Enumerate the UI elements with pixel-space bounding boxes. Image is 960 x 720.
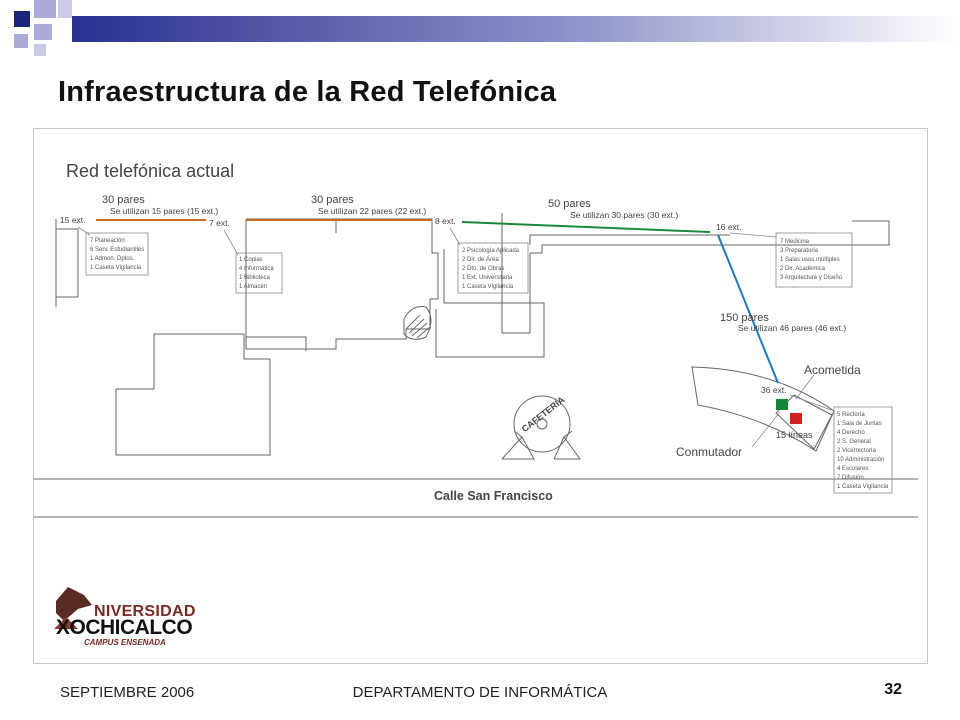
info-box-line: 1 Caseta Vigilancia xyxy=(837,484,889,490)
info-box-line: 1 Salas usos múltiples xyxy=(780,257,840,263)
page-number: 32 xyxy=(884,681,902,698)
logo-text-line2: XOCHICALCO xyxy=(56,616,192,639)
info-box-line: 1 Caseta Vigilancia xyxy=(462,284,514,290)
info-box-line: 2 Psicología Aplicada xyxy=(462,248,520,254)
header-gradient-bar xyxy=(72,16,960,42)
info-box-line: 3 Preparatoria xyxy=(780,248,819,254)
info-box-line: 1 Sala de Juntas xyxy=(837,421,882,427)
logo-text-line1: NIVERSIDAD xyxy=(94,603,196,620)
info-box-line: 4 Escolares xyxy=(837,466,868,472)
info-box-line: 4 Derecho xyxy=(837,430,865,436)
info-box-line: 6 Serv. Estudiantiles xyxy=(90,247,144,253)
deco-square-lavender xyxy=(34,24,52,40)
stair-feature xyxy=(403,306,432,340)
cafeteria-building: CAFETERIA xyxy=(501,394,581,460)
info-box-line: 10 Administración xyxy=(837,457,884,463)
segment-2-pares: 30 pares xyxy=(311,194,354,206)
deco-square-navy xyxy=(14,11,30,27)
ext-label-8: 8 ext. xyxy=(435,216,456,226)
ext-label-16: 16 ext. xyxy=(716,222,742,232)
pointer-lines xyxy=(77,226,835,412)
logo-emblem xyxy=(56,587,92,621)
segment-2-uso: Se utilizan 22 pares (22 ext.) xyxy=(318,206,426,216)
segment-3-uso: Se utilizan 30 pares (30 ext.) xyxy=(570,210,678,220)
ext-label-15: 15 ext. xyxy=(60,215,86,225)
cable-green xyxy=(461,221,711,233)
deco-square-lavender xyxy=(14,34,28,48)
conmutador-pointer xyxy=(751,411,781,448)
info-box-line: 1 Ext. Universitaria xyxy=(462,275,513,281)
info-box-4: 7 Medicina 3 Preparatoria 1 Salas usos m… xyxy=(775,232,853,288)
ext-label-36: 36 ext. xyxy=(761,385,787,395)
info-box-3: 2 Psicología Aplicada 2 Dir. de Área 2 D… xyxy=(457,242,529,294)
cable-blue xyxy=(717,234,779,384)
acometida-label: Acometida xyxy=(804,363,861,377)
slide-title: Infraestructura de la Red Telefónica xyxy=(58,76,557,108)
info-box-line: 3 Arquitectura y Diseño xyxy=(780,275,843,281)
footer-department: DEPARTAMENTO DE INFORMÁTICA xyxy=(352,684,608,701)
info-box-2: 1 Copias 4 Informática 1 Biblioteca 1 Al… xyxy=(235,252,283,294)
network-map-figure: Red telefónica actual xyxy=(33,128,928,664)
info-box-line: 7 Planeación xyxy=(90,238,125,244)
info-box-line: 7 Medicina xyxy=(780,239,810,245)
info-box-line: 1 Biblioteca xyxy=(239,275,271,281)
info-box-line: 4 Informática xyxy=(239,266,274,272)
ext-label-7: 7 ext. xyxy=(209,218,230,228)
segment-1-pares: 30 pares xyxy=(102,194,145,206)
info-box-line: 2 S. General xyxy=(837,439,871,445)
segment-1-uso: Se utilizan 15 pares (15 ext.) xyxy=(110,206,218,216)
lineas-label: 15 líneas xyxy=(776,430,813,440)
segment-4-pares: 150 pares xyxy=(720,312,769,324)
segment-4-uso: Se utilizan 46 pares (46 ext.) xyxy=(738,323,846,333)
deco-square-lavender xyxy=(34,0,56,18)
info-box-line: 2 Dir. de Área xyxy=(462,256,499,263)
info-box-line: 1 Admon. Dptos. xyxy=(90,256,135,262)
conmutador-label: Conmutador xyxy=(676,445,742,459)
info-box-line: 1 Almacén xyxy=(239,284,267,290)
info-box-line: 5 Rectoría xyxy=(837,412,865,418)
footer-date: SEPTIEMBRE 2006 xyxy=(60,684,195,701)
deco-square-lavender xyxy=(58,0,72,18)
info-box-5: 5 Rectoría 1 Sala de Juntas 4 Derecho 2 … xyxy=(833,406,893,494)
header-decoration xyxy=(14,0,960,56)
map-heading: Red telefónica actual xyxy=(66,161,234,181)
segment-3-pares: 50 pares xyxy=(548,198,591,210)
university-logo: NIVERSIDAD XOCHICALCO CAMPUS ENSENADA xyxy=(54,587,196,647)
info-box-line: 1 Caseta Vigilancia xyxy=(90,265,142,271)
info-box-line: 7 Difusión xyxy=(837,475,864,481)
info-box-line: 2 Dir. Académica xyxy=(780,266,826,272)
logo-text-line3: CAMPUS ENSENADA xyxy=(84,638,166,647)
info-box-line: 2 Dto. de Obras xyxy=(462,266,504,272)
info-box-1: 7 Planeación 6 Serv. Estudiantiles 1 Adm… xyxy=(85,232,149,276)
info-box-line: 2 Vicerrectoría xyxy=(837,448,877,454)
info-box-line: 1 Copias xyxy=(239,257,263,263)
deco-square-lavender xyxy=(34,44,46,56)
street-label: Calle San Francisco xyxy=(434,489,553,503)
conmutador-marker xyxy=(776,399,788,410)
acometida-marker xyxy=(790,413,802,424)
